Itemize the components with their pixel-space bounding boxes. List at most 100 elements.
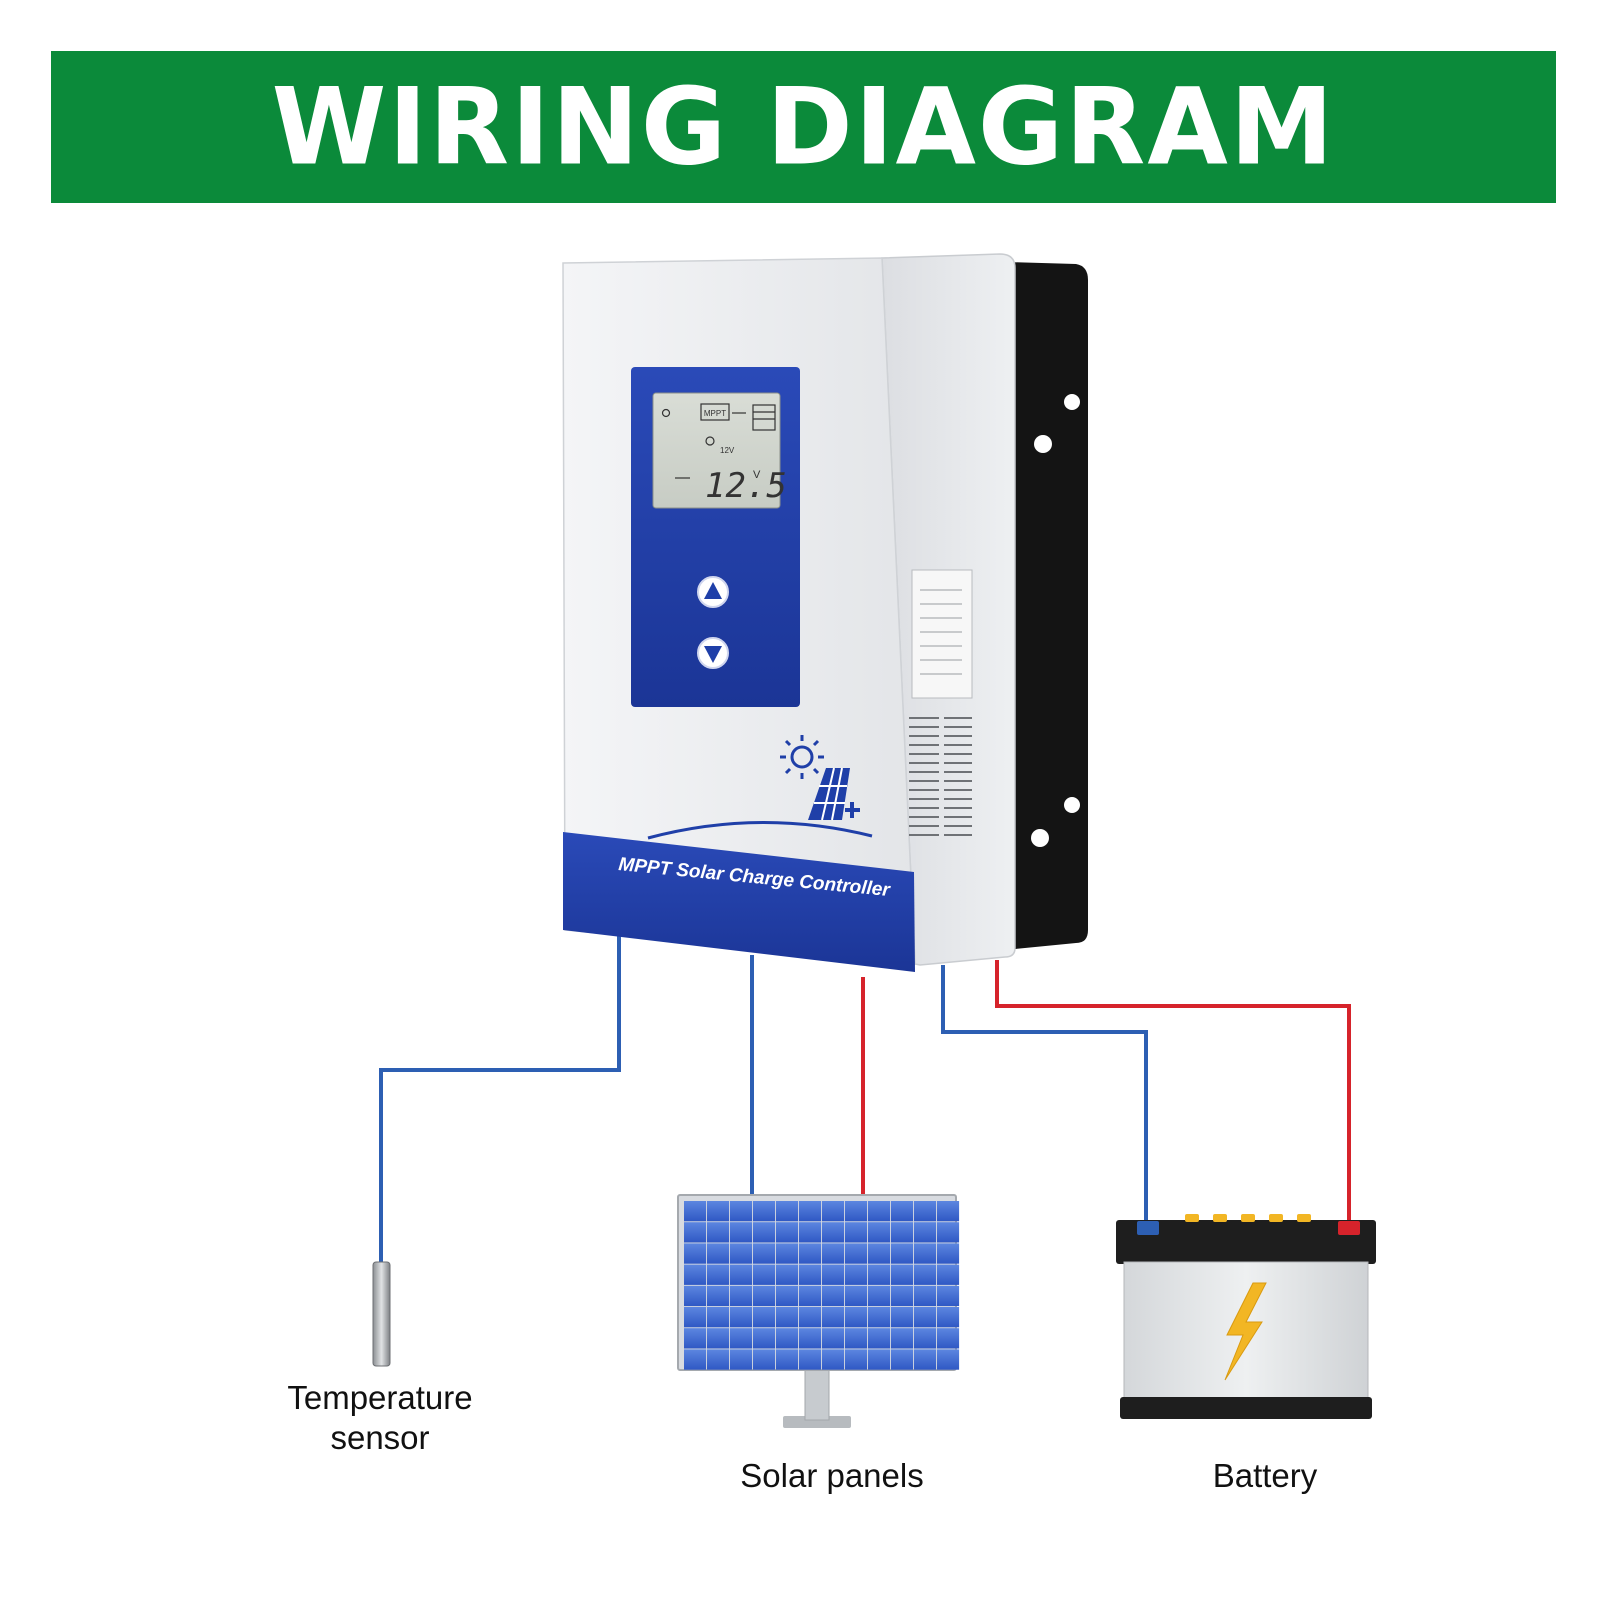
- battery-label: Battery: [1212, 1457, 1318, 1494]
- solar-cell: [891, 1328, 914, 1349]
- solar-cell: [914, 1307, 937, 1328]
- lightning-bolt-icon: [1224, 1282, 1267, 1381]
- solar-panels-label: Solar panels: [740, 1457, 924, 1494]
- solar-cell: [730, 1201, 753, 1222]
- solar-cell: [799, 1222, 822, 1243]
- solar-cell: [868, 1307, 891, 1328]
- solar-cell: [799, 1349, 822, 1370]
- solar-cell: [914, 1264, 937, 1285]
- solar-cell: [707, 1349, 730, 1370]
- solar-cell: [776, 1307, 799, 1328]
- solar-cell: [730, 1285, 753, 1307]
- solar-cell: [776, 1349, 799, 1370]
- solar-cell: [822, 1328, 845, 1349]
- solar-cell: [937, 1243, 960, 1264]
- solar-cell: [753, 1201, 776, 1222]
- solar-cell: [684, 1349, 707, 1370]
- solar-cell: [868, 1285, 891, 1307]
- solar-cell: [822, 1264, 845, 1285]
- solar-cell: [776, 1328, 799, 1349]
- solar-cell: [753, 1222, 776, 1243]
- solar-cell: [937, 1349, 960, 1370]
- battery-base: [1120, 1397, 1372, 1419]
- solar-cell: [891, 1201, 914, 1222]
- lcd-voltage: 12.5: [705, 466, 787, 506]
- solar-cell: [822, 1222, 845, 1243]
- panel-cells: [684, 1201, 960, 1370]
- mount-hole: [1064, 797, 1080, 813]
- solar-cell: [937, 1222, 960, 1243]
- up-button[interactable]: [697, 576, 729, 608]
- solar-cell: [684, 1285, 707, 1307]
- panel-indicator-icon: [700, 403, 730, 421]
- lcd-mode: MPPT: [704, 409, 726, 418]
- solar-cell: [914, 1349, 937, 1370]
- solar-panel: [677, 1194, 960, 1428]
- solar-cell: [868, 1328, 891, 1349]
- solar-cell: [845, 1307, 868, 1328]
- solar-cell: [684, 1264, 707, 1285]
- solar-cell: [845, 1328, 868, 1349]
- solar-cell: [891, 1349, 914, 1370]
- temperature-sensor-label-line2: sensor: [330, 1419, 430, 1456]
- solar-logo: [647, 735, 873, 840]
- solar-cell: [799, 1307, 822, 1328]
- lcd-system-voltage: 12V: [720, 446, 735, 455]
- solar-cell: [914, 1201, 937, 1222]
- solar-cell: [730, 1264, 753, 1285]
- battery-positive-wire: [995, 960, 1351, 1225]
- solar-cell: [730, 1307, 753, 1328]
- temperature-sensor: [372, 1261, 391, 1367]
- solar-cell: [868, 1264, 891, 1285]
- solar-cell: [753, 1264, 776, 1285]
- solar-cell: [799, 1264, 822, 1285]
- solar-cell: [822, 1285, 845, 1307]
- product-label-band: [563, 832, 915, 972]
- battery-indicator-icon: [752, 404, 776, 431]
- solar-cell: [914, 1328, 937, 1349]
- solar-cell: [753, 1328, 776, 1349]
- bulb-indicator-icon: [705, 436, 715, 446]
- temperature-sensor-label-line1: Temperature: [287, 1379, 473, 1416]
- spec-sticker: [911, 569, 973, 699]
- negative-terminal: [1137, 1221, 1159, 1235]
- solar-cell: [868, 1201, 891, 1222]
- solar-cell: [799, 1243, 822, 1264]
- solar-cell: [937, 1201, 960, 1222]
- panel-stand-post: [804, 1369, 830, 1421]
- solar-cell: [799, 1201, 822, 1222]
- triangle-up-icon: [704, 582, 722, 599]
- solar-cell: [914, 1222, 937, 1243]
- solar-cell: [684, 1328, 707, 1349]
- solar-cell: [822, 1243, 845, 1264]
- solar-cell: [776, 1285, 799, 1307]
- solar-cell: [868, 1243, 891, 1264]
- solar-cell: [845, 1285, 868, 1307]
- solar-cell: [730, 1349, 753, 1370]
- solar-cell: [776, 1264, 799, 1285]
- plug-icon: [845, 802, 860, 818]
- positive-terminal: [1338, 1221, 1360, 1235]
- solar-cell: [707, 1201, 730, 1222]
- solar-cell: [822, 1201, 845, 1222]
- mount-hole: [1064, 394, 1080, 410]
- side-vents: [909, 717, 972, 836]
- panel-stand-base: [783, 1416, 851, 1428]
- sun-icon: [790, 745, 814, 769]
- solar-cell: [914, 1285, 937, 1307]
- solar-cell: [753, 1307, 776, 1328]
- horizon-swoosh: [647, 821, 873, 840]
- mount-hole: [1034, 435, 1052, 453]
- solar-cell: [707, 1285, 730, 1307]
- mount-hole: [1031, 829, 1049, 847]
- charge-controller: MPPT 12V 12.5 V: [562, 253, 1088, 972]
- solar-cell: [891, 1307, 914, 1328]
- down-button[interactable]: [697, 637, 729, 669]
- solar-cell: [822, 1307, 845, 1328]
- temperature-sensor-wire: [379, 932, 621, 1265]
- battery: [1116, 1214, 1376, 1419]
- solar-cell: [730, 1222, 753, 1243]
- battery-negative-wire: [941, 965, 1148, 1225]
- solar-cell: [937, 1285, 960, 1307]
- solar-cell: [684, 1222, 707, 1243]
